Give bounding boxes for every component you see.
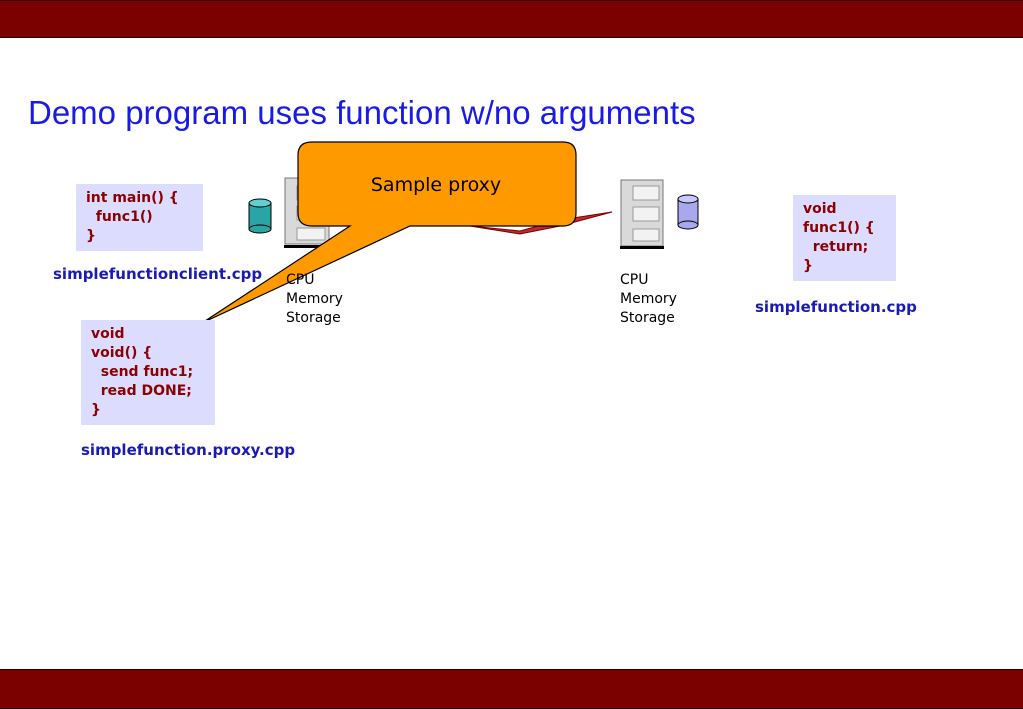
proxy-code-box: void void() { send func1; read DONE; } — [81, 320, 215, 425]
bottom-banner — [0, 669, 1023, 709]
slide-title: Demo program uses function w/no argument… — [28, 94, 696, 131]
client-hardware-labels: CPU Memory Storage — [286, 271, 343, 328]
client-code-box: int main() { func1() } — [76, 184, 203, 251]
server-hw-storage: Storage — [620, 310, 675, 326]
proxy-filename: simplefunction.proxy.cpp — [81, 441, 296, 459]
client-hw-cpu: CPU — [286, 272, 315, 288]
server-hardware-labels: CPU Memory Storage — [620, 271, 677, 328]
server-hw-cpu: CPU — [620, 272, 649, 288]
network-connection — [469, 211, 613, 235]
server-hw-memory: Memory — [620, 291, 677, 307]
server-storage-icon — [677, 194, 699, 230]
callout-label: Sample proxy — [370, 174, 502, 196]
callout-shape — [201, 141, 577, 324]
server-filename: simplefunction.cpp — [755, 298, 917, 316]
client-filename: simplefunctionclient.cpp — [53, 265, 263, 283]
top-banner — [0, 0, 1023, 38]
server-computer-icon — [620, 179, 664, 249]
client-hw-memory: Memory — [286, 291, 343, 307]
client-storage-icon — [248, 198, 272, 234]
server-code-box: void func1() { return; } — [793, 195, 896, 281]
client-hw-storage: Storage — [286, 310, 341, 326]
